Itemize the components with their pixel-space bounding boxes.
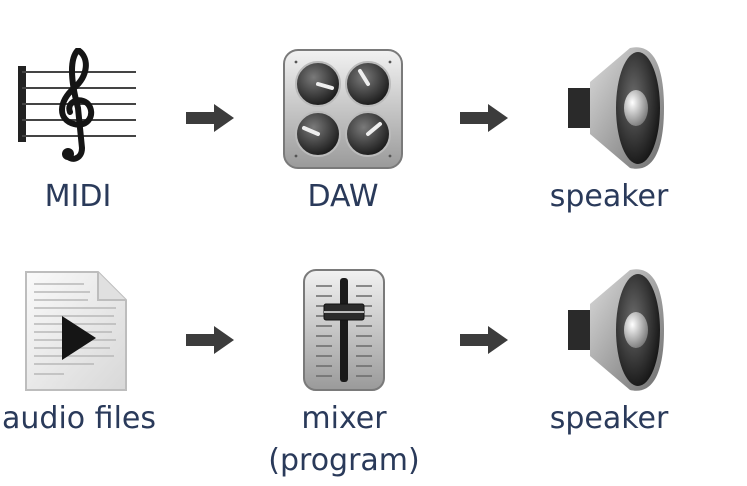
mixer-sublabel: (program) (268, 443, 420, 478)
midi-label: MIDI (44, 179, 112, 214)
speaker-label: speaker (549, 401, 669, 436)
daw-label: DAW (307, 179, 379, 214)
speaker-label: speaker (549, 179, 669, 214)
arrow-right-icon (186, 104, 234, 132)
speaker-icon (560, 264, 664, 396)
arrow-right-icon (460, 104, 508, 132)
audio-files-label: audio files (2, 401, 156, 436)
speaker-icon (560, 42, 664, 174)
sheet-music-icon (18, 48, 138, 168)
audio-file-icon (24, 270, 128, 392)
mixer-label: mixer (301, 401, 387, 436)
knobs-icon (282, 48, 404, 170)
arrow-right-icon (186, 326, 234, 354)
fader-icon (302, 268, 386, 392)
arrow-right-icon (460, 326, 508, 354)
